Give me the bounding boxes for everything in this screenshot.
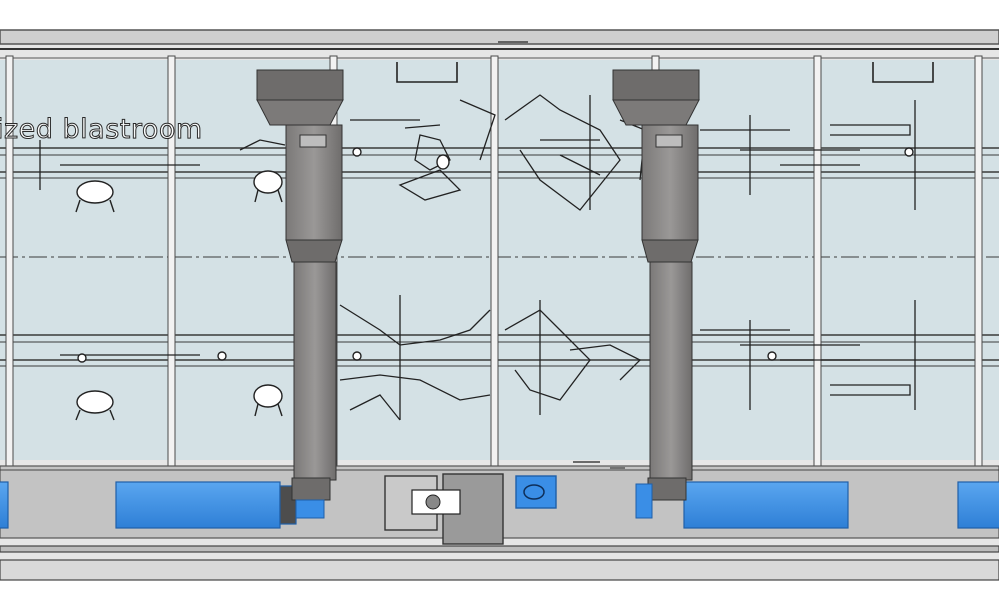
target-panel-icon	[515, 475, 557, 509]
drawing-label: ized blastroom	[0, 114, 203, 146]
lower-details	[60, 295, 916, 421]
bench-icon	[75, 351, 777, 421]
conveyor-unit-icon	[0, 481, 999, 529]
blast-column-icon	[256, 69, 344, 519]
ceiling-fixtures	[396, 41, 934, 83]
bottom-rail	[0, 545, 999, 553]
room-floor-area	[0, 60, 999, 460]
top-rail	[0, 29, 999, 45]
control-box-icon	[384, 473, 504, 545]
bench-icon	[75, 147, 914, 213]
blast-column-icon	[612, 69, 700, 519]
